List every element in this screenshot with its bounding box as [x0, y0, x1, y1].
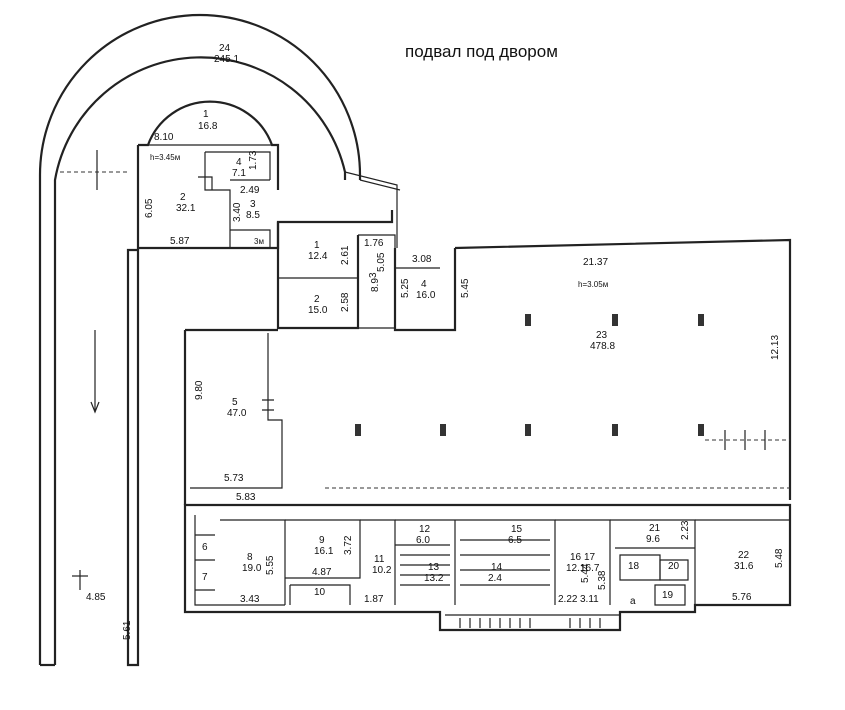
- middle-block: [276, 222, 457, 332]
- dim-1-76: 1.76: [364, 238, 384, 249]
- room-m4-area: 16.0: [416, 290, 436, 301]
- dim-3m: 3м: [254, 237, 264, 246]
- room-5-block: [190, 333, 283, 489]
- dim-h-3-45: h=3.45м: [150, 153, 180, 162]
- main-hall-23: [183, 238, 792, 505]
- room-7-num: 7: [202, 572, 208, 583]
- room-21-num: 21: [649, 523, 661, 534]
- dim-5-55: 5.55: [265, 555, 276, 575]
- dim-5-38: 5.38: [597, 570, 608, 590]
- room-u1-area: 16.8: [198, 121, 218, 132]
- room-22-num: 22: [738, 550, 750, 561]
- dim-5-25: 5.25: [400, 278, 411, 298]
- dim-3-08: 3.08: [412, 254, 432, 265]
- dim-2-23: 2.23: [680, 520, 691, 540]
- room-u2-area: 32.1: [176, 203, 196, 214]
- room-12-area: 6.0: [416, 535, 430, 546]
- room-24-area: 245.1: [214, 54, 239, 65]
- room-14-area: 2.4: [488, 573, 502, 584]
- room-17-num: 17: [584, 552, 596, 563]
- room-u3-num: 3: [250, 199, 256, 210]
- room-17-area: 16.7: [580, 563, 600, 574]
- room-15-area: 6.5: [508, 535, 522, 546]
- dim-4-87: 4.87: [312, 567, 332, 578]
- room-11-num: 11: [374, 554, 385, 565]
- dim-2-49: 2.49: [240, 185, 260, 196]
- room-9-num: 9: [319, 535, 325, 546]
- dim-4-85: 4.85: [86, 592, 106, 603]
- room-10-num: 10: [314, 587, 326, 598]
- dim-8-10: 8.10: [154, 132, 174, 143]
- dim-12-13: 12.13: [770, 335, 781, 360]
- room-11-area: 10.2: [372, 565, 392, 576]
- room-16-area: 12.1: [566, 563, 586, 574]
- room-6-num: 6: [202, 542, 208, 553]
- dim-3-40: 3.40: [232, 202, 243, 222]
- dim-5-73: 5.73: [224, 473, 244, 484]
- room-22-area: 31.6: [734, 561, 754, 572]
- room-14-num: 14: [491, 562, 503, 573]
- room-5-area: 47.0: [227, 408, 247, 419]
- dim-5-61: 5.61: [122, 620, 133, 640]
- room-m3-area: 8.9: [370, 278, 381, 292]
- dim-5-05: 5.05: [376, 252, 387, 272]
- room-18-num: 18: [628, 561, 640, 572]
- room-24-num: 24: [219, 43, 231, 54]
- room-m3-num: 3: [368, 272, 379, 278]
- room-15-num: 15: [511, 524, 523, 535]
- room-13-area: 13.2: [424, 573, 444, 584]
- dim-5-44: 5.44: [580, 563, 591, 583]
- room-m1-area: 12.4: [308, 251, 328, 262]
- room-23-area: 478.8: [590, 341, 615, 352]
- room-m4-num: 4: [421, 279, 427, 290]
- dim-5-45: 5.45: [460, 278, 471, 298]
- dim-2-61: 2.61: [340, 245, 351, 265]
- room-a-label: a: [630, 596, 636, 607]
- room-u4-area: 7.1: [232, 168, 246, 179]
- dim-2-22: 2.22: [558, 594, 578, 605]
- dim-5-48: 5.48: [774, 548, 785, 568]
- room-20-num: 20: [668, 561, 680, 572]
- room-12-num: 12: [419, 524, 431, 535]
- dim-2-58: 2.58: [340, 292, 351, 312]
- room-m2-num: 2: [314, 294, 320, 305]
- room-u4-num: 4: [236, 157, 242, 168]
- room-19-num: 19: [662, 590, 674, 601]
- dim-3-11: 3.11: [580, 594, 599, 605]
- room-23-num: 23: [596, 330, 608, 341]
- dim-1-87: 1.87: [364, 594, 384, 605]
- room-8-num: 8: [247, 552, 253, 563]
- dim-1-73: 1.73: [248, 150, 259, 170]
- dim-3-72: 3.72: [343, 535, 354, 555]
- room-21-area: 9.6: [646, 534, 660, 545]
- dim-21-37: 21.37: [583, 257, 608, 268]
- plan-title: подвал под двором: [405, 42, 558, 61]
- dim-3-43: 3.43: [240, 594, 260, 605]
- bottom-strip: [183, 503, 792, 632]
- room-u1-num: 1: [203, 109, 209, 120]
- room-u3-area: 8.5: [246, 210, 260, 221]
- room-9-area: 16.1: [314, 546, 334, 557]
- dim-9-80: 9.80: [194, 380, 205, 400]
- room-u2-num: 2: [180, 192, 186, 203]
- room-13-num: 13: [428, 562, 440, 573]
- dim-5-83: 5.83: [236, 492, 256, 503]
- room-m1-num: 1: [314, 240, 320, 251]
- room-8-area: 19.0: [242, 563, 262, 574]
- dim-5-76: 5.76: [732, 592, 752, 603]
- ramp-room-24: [38, 13, 401, 667]
- dim-h-3-05: h=3.05м: [578, 280, 608, 289]
- room-m2-area: 15.0: [308, 305, 328, 316]
- dim-6-05: 6.05: [144, 198, 155, 218]
- dim-5-87: 5.87: [170, 236, 190, 247]
- room-16-num: 16: [570, 552, 582, 563]
- room-5-num: 5: [232, 397, 238, 408]
